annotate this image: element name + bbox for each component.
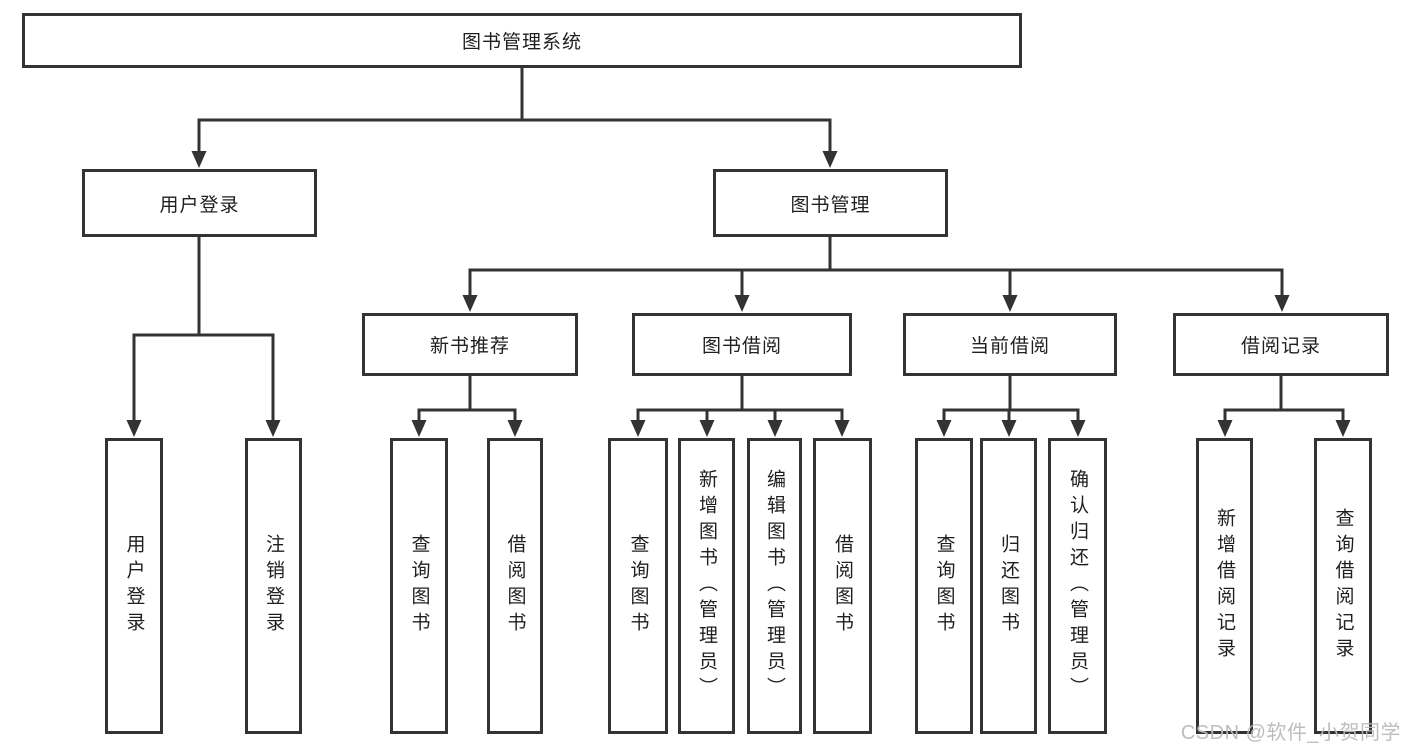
leaf-add-books-admin: 新增图书（管理员） [678,438,735,734]
node-label: 借阅记录 [1240,336,1321,357]
node-user-login: 用户登录 [82,169,317,237]
node-label: 图书借阅 [701,336,782,357]
leaf-return-books: 归还图书 [980,438,1037,734]
node-label: 当前借阅 [969,336,1050,357]
leaf-query-books-borrowing: 查询图书 [608,438,668,734]
leaf-query-borrow-record: 查询借阅记录 [1314,438,1372,734]
node-book-borrowing: 图书借阅 [632,313,852,376]
leaf-label: 归还图书 [998,534,1019,638]
leaf-query-books-recommend: 查询图书 [390,438,448,734]
leaf-label: 新增图书（管理员） [696,469,717,703]
leaf-label: 借阅图书 [504,534,526,638]
leaf-add-borrow-record: 新增借阅记录 [1196,438,1253,734]
leaf-edit-books-admin: 编辑图书（管理员） [747,438,802,734]
node-label: 用户登录 [159,194,240,216]
leaf-label: 查询借阅记录 [1332,508,1354,664]
node-label: 图书管理 [790,194,871,216]
leaf-label: 新增借阅记录 [1214,508,1235,664]
leaf-borrow-books-recommend: 借阅图书 [487,438,543,734]
leaf-confirm-return-admin: 确认归还（管理员） [1048,438,1107,734]
leaf-label: 查询图书 [933,534,955,638]
leaf-query-books-current: 查询图书 [915,438,973,734]
node-label: 图书管理系统 [461,32,582,53]
leaf-label: 借阅图书 [832,534,853,638]
leaf-user-login: 用户登录 [105,438,163,734]
csdn-watermark: CSDN @软件_小贺同学 [1180,722,1401,744]
node-label: 新书推荐 [429,336,510,357]
leaf-label: 注销登录 [263,534,284,638]
node-current-borrowing: 当前借阅 [903,313,1117,376]
node-library-management-system: 图书管理系统 [22,13,1022,68]
node-new-book-recommend: 新书推荐 [362,313,578,376]
node-book-management: 图书管理 [713,169,948,237]
leaf-label: 查询图书 [408,534,430,638]
leaf-label: 确认归还（管理员） [1067,469,1088,703]
leaf-borrow-books: 借阅图书 [813,438,872,734]
arrowheads [126,151,1351,437]
leaf-label: 用户登录 [123,534,145,638]
leaf-logout: 注销登录 [245,438,302,734]
leaf-label: 查询图书 [627,534,649,638]
node-borrow-records: 借阅记录 [1173,313,1389,376]
leaf-label: 编辑图书（管理员） [764,469,785,703]
